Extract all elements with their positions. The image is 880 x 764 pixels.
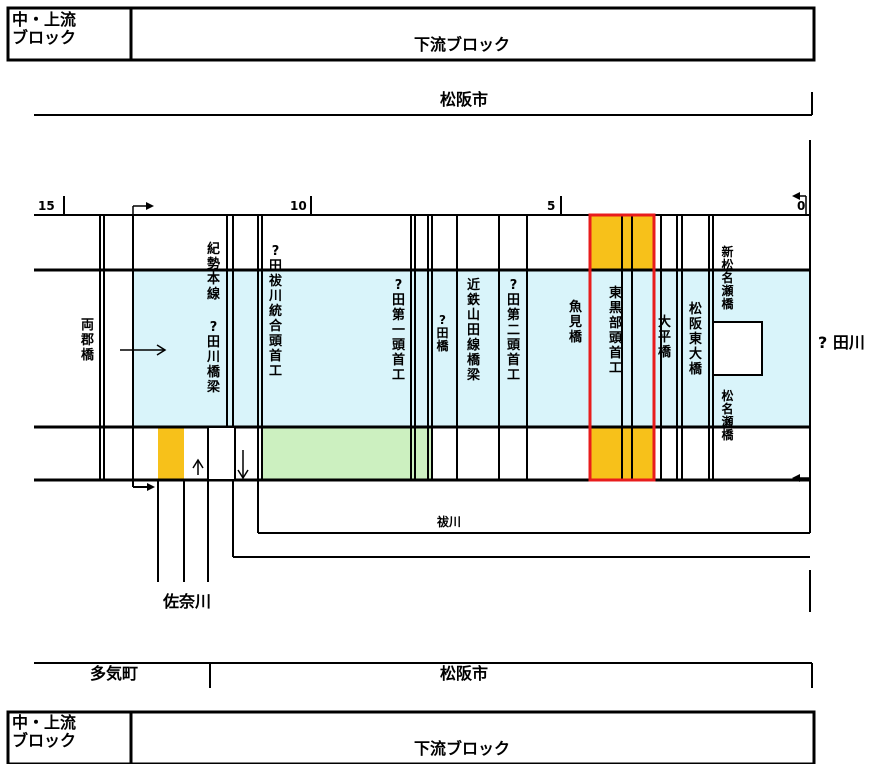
weir-fill-sana [158, 427, 184, 480]
matsuna-bridge-box [712, 321, 763, 376]
harai-river-lines [232, 480, 811, 612]
city-bracket-bottom [34, 662, 813, 688]
sana-river-label: 佐奈川 [163, 592, 212, 611]
city-top-label: 松阪市 [440, 90, 489, 109]
kisei-bridge-label: ?田川橋梁 [206, 320, 220, 395]
river-lines [34, 140, 811, 482]
block-header-top [6, 6, 816, 62]
lower-block-label-bottom: 下流ブロック [414, 739, 511, 758]
lower-block-label: 下流ブロック [414, 35, 511, 54]
harai-river-label: 祓川 [437, 515, 462, 529]
block-header-bottom [6, 710, 816, 764]
sana-river-lines [132, 480, 209, 582]
first-weir-label: ?田第一頭首工 [391, 278, 405, 383]
km-tick-15: 15 [38, 199, 55, 213]
ryogun-bridge-label: 両郡橋 [80, 318, 94, 363]
shin-matsuna-bridge-label: 新松名瀬橋 [721, 245, 734, 311]
structure-lines [99, 215, 714, 480]
higashikurobe-weir-label: 東黒部頭首工 [608, 286, 622, 376]
matsuna-bridge-label: 松名瀬橋 [721, 389, 734, 442]
km-ruler [63, 196, 562, 215]
km-tick-10: 10 [290, 199, 307, 213]
uomi-bridge-label: 魚見橋 [568, 300, 582, 345]
tributary-gaps [207, 426, 236, 481]
km-tick-5: 5 [547, 199, 556, 213]
upper-block-label-bottom: 中・上流 ブロック [12, 713, 77, 750]
ohira-bridge-label: 大平橋 [657, 315, 671, 360]
harai-green-area [262, 427, 432, 480]
flow-arrows [120, 205, 249, 480]
highlight-box [588, 213, 656, 482]
merge-weir-label: ?田祓川統合頭首工 [268, 244, 282, 379]
kisei-line-label: 紀勢本線 [206, 242, 220, 302]
km-tick-0: 0 [797, 199, 806, 213]
river-channel [133, 270, 810, 427]
upper-block-label: 中・上流 ブロック [12, 10, 77, 47]
end-arrow-lines [796, 195, 810, 479]
city-bracket-top [34, 92, 813, 116]
matsusaka-higashi-bridge-label: 松阪東大橋 [688, 302, 702, 377]
kintetsu-bridge-label: 近鉄山田線橋梁 [466, 278, 480, 383]
river-right-label: ? 田川 [818, 333, 865, 352]
ta-bridge-label: ?田橋 [436, 313, 449, 353]
bottom-town-right: 松阪市 [440, 664, 489, 683]
bottom-town-left: 多気町 [90, 664, 139, 683]
second-weir-label: ?田第二頭首工 [506, 278, 520, 383]
